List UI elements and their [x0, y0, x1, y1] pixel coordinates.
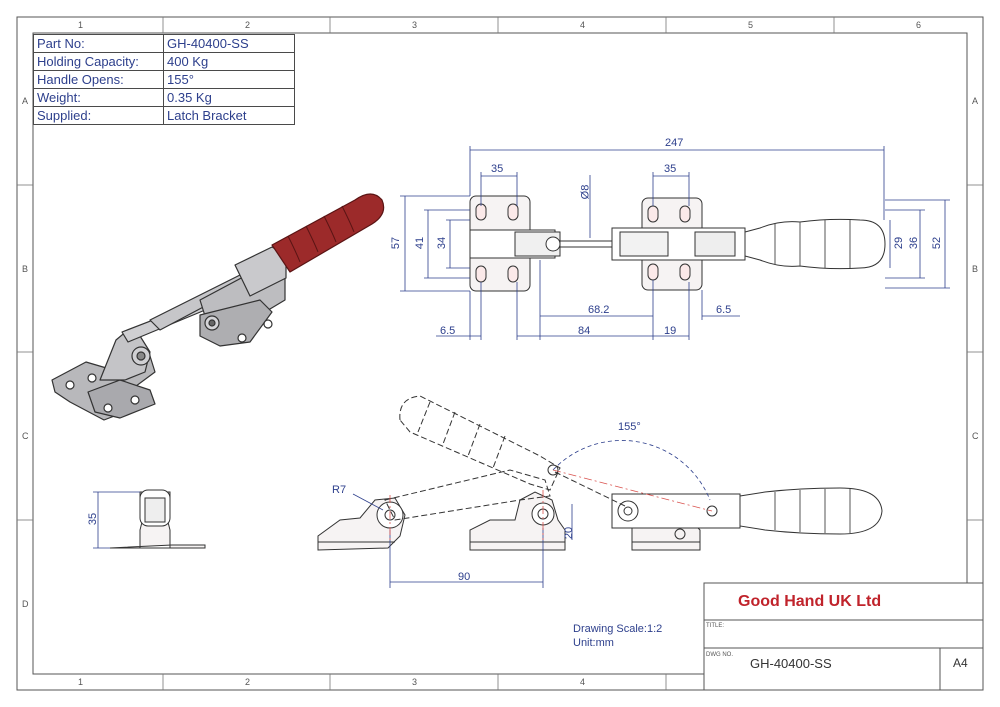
zone-col-1: 1 [78, 20, 84, 30]
unit-note: Unit:mm [573, 637, 614, 649]
spec-row-part-no: Part No:GH-40400-SS [33, 34, 295, 53]
spec-row-weight: Weight:0.35 Kg [33, 88, 295, 107]
spec-label: Handle Opens: [33, 70, 164, 89]
spec-value: 155° [163, 70, 295, 89]
dim-opening-angle: 155° [618, 421, 641, 433]
spec-table: Part No:GH-40400-SS Holding Capacity:400… [33, 34, 295, 125]
spec-value: 400 Kg [163, 52, 295, 71]
dim-bottom-right: 19 [664, 325, 677, 337]
dim-pivot-height: 20 [563, 526, 576, 540]
zone-col-3: 3 [412, 20, 418, 30]
drawing-number: GH-40400-SS [750, 656, 832, 671]
spec-row-capacity: Holding Capacity:400 Kg [33, 52, 295, 71]
scale-note: Drawing Scale:1:2 [573, 623, 663, 635]
dim-bottom-right-gap: 6.5 [716, 304, 732, 316]
zone-row-b: B [22, 264, 29, 274]
spec-label: Part No: [33, 34, 164, 53]
dim-overall-length: 247 [665, 137, 684, 149]
dim-right-height-outer: 52 [931, 236, 944, 250]
dim-left-height-mid: 41 [414, 236, 427, 250]
spec-label: Weight: [33, 88, 164, 107]
spec-label: Holding Capacity: [33, 52, 164, 71]
dim-left-height-outer: 57 [390, 236, 403, 250]
top-view [469, 195, 886, 292]
zone-ticks [17, 17, 983, 690]
dim-left-slot-pitch: 35 [491, 163, 504, 175]
dim-right-slot-pitch: 35 [664, 163, 677, 175]
title-label: TITLE: [706, 623, 725, 629]
dim-hole-dia: Ø8 [579, 184, 592, 200]
zone-row-c: C [22, 431, 29, 441]
title-block-frame [703, 582, 984, 691]
dim-left-height-inner: 34 [436, 236, 449, 250]
zone-col-2: 2 [245, 20, 251, 30]
zone-row-c-right: C [972, 431, 979, 441]
spec-row-handle-opens: Handle Opens:155° [33, 70, 295, 89]
spec-value: 0.35 Kg [163, 88, 295, 107]
zone-col-1-bottom: 1 [78, 677, 84, 687]
zone-col-6: 6 [916, 20, 922, 30]
dim-hook-radius: R7 [332, 484, 347, 496]
zone-row-d: D [22, 599, 29, 609]
spec-value: GH-40400-SS [163, 34, 295, 53]
dim-bottom-left: 6.5 [440, 325, 456, 337]
dim-latch-distance: 90 [458, 571, 471, 583]
dim-right-height-inner: 29 [893, 236, 906, 250]
dim-center-span: 68.2 [588, 304, 610, 316]
dim-right-height-mid: 36 [908, 236, 921, 250]
zone-col-5: 5 [748, 20, 754, 30]
end-view-dims [93, 491, 140, 549]
iso-view [51, 193, 385, 421]
sheet-size: A4 [953, 656, 968, 670]
side-view [317, 395, 883, 551]
zone-col-4: 4 [580, 20, 586, 30]
top-view-dims [400, 146, 950, 340]
zone-row-a-right: A [972, 96, 979, 106]
zone-row-b-right: B [972, 264, 979, 274]
spec-value: Latch Bracket [163, 106, 295, 125]
inner-frame [32, 32, 968, 675]
company-name: Good Hand UK Ltd [738, 593, 882, 610]
zone-col-2-bottom: 2 [245, 677, 251, 687]
dim-end-height: 35 [87, 512, 100, 526]
outer-frame [16, 16, 984, 691]
spec-label: Supplied: [33, 106, 164, 125]
dim-bottom-center: 84 [578, 325, 591, 337]
zone-col-4-bottom: 4 [580, 677, 586, 687]
spec-row-supplied: Supplied:Latch Bracket [33, 106, 295, 125]
center-lines [389, 469, 713, 540]
zone-col-3-bottom: 3 [412, 677, 418, 687]
zone-row-a: A [22, 96, 29, 106]
dwg-label: DWG NO. [706, 652, 733, 658]
end-view [109, 489, 206, 549]
